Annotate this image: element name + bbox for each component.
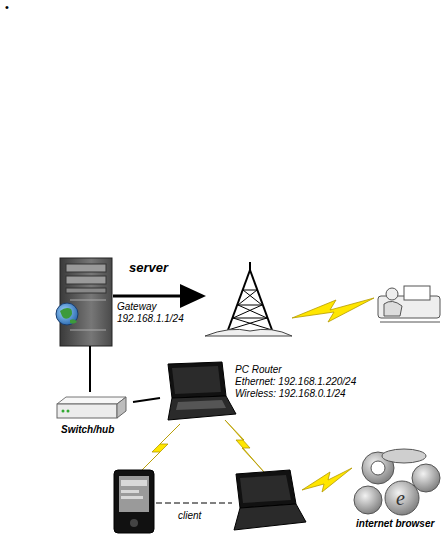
ethernet-address: Ethernet: 192.168.1.220/24 <box>235 376 400 388</box>
switch-node: Switch/hub <box>55 392 133 442</box>
wireless-address: Wireless: 192.168.0.1/24 <box>235 388 400 400</box>
router-node: PC RouterEthernet: 192.168.1.220/24Wirel… <box>160 360 405 422</box>
switch-icon <box>57 397 126 418</box>
router-name: PC Router <box>235 364 400 376</box>
browser-node: internet browser <box>340 444 443 536</box>
browser-icons: e <box>354 449 440 515</box>
switch-name: Switch/hub <box>61 424 133 436</box>
client-link <box>156 503 232 504</box>
server-icon <box>56 258 112 346</box>
radio-tower <box>205 262 292 336</box>
server-name: server <box>129 260 249 276</box>
svg-text:e: e <box>396 487 405 509</box>
client-laptop-icon <box>234 470 306 530</box>
pda-icon <box>114 470 154 533</box>
client-label: client <box>178 510 201 522</box>
internet-user-icon <box>378 286 440 322</box>
server-node: serverGateway 192.168.1.1/24 <box>55 256 255 346</box>
browser-name: internet browser <box>356 518 443 530</box>
bullet-mark: • <box>5 1 9 14</box>
network-cable <box>89 346 91 392</box>
router-laptop-icon <box>168 362 236 420</box>
gateway-address: Gateway 192.168.1.1/24 <box>117 301 203 325</box>
network-cable <box>133 398 160 402</box>
